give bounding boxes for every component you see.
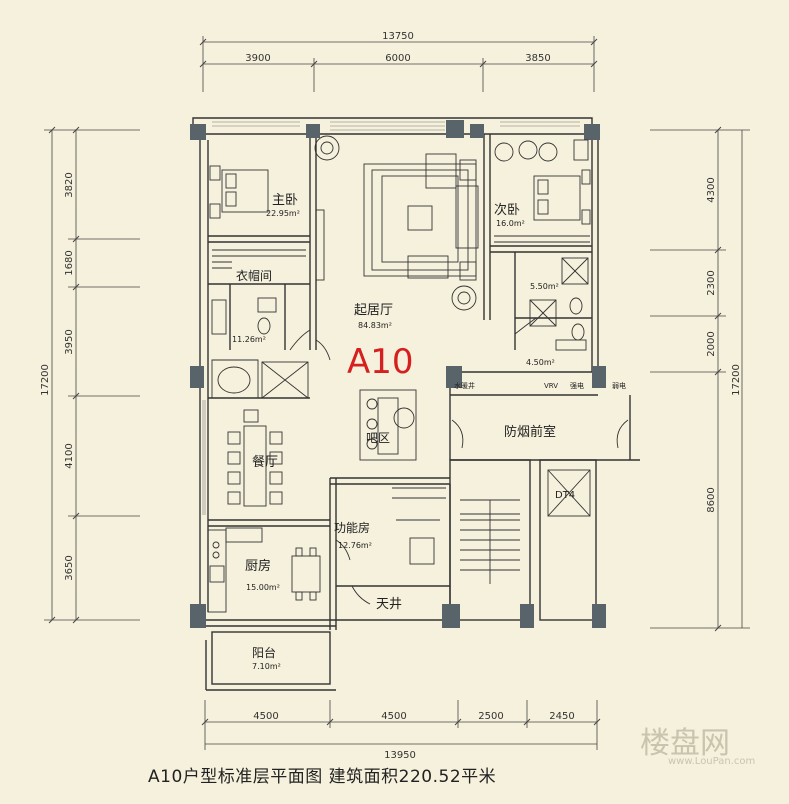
kitchen-area: 15.00m² bbox=[246, 583, 280, 592]
dim-bottom-2: 4500 bbox=[381, 711, 406, 722]
dim-left-3: 3950 bbox=[64, 329, 75, 354]
dim-bottom-3: 2500 bbox=[478, 711, 503, 722]
balcony-name: 阳台 bbox=[252, 645, 276, 660]
dim-right-1: 4300 bbox=[706, 177, 717, 202]
dim-top-2: 6000 bbox=[385, 53, 410, 64]
second-bedroom-name: 次卧 bbox=[494, 202, 520, 218]
master-bath-area: 11.26m² bbox=[232, 335, 266, 344]
function-room-area: 12.76m² bbox=[338, 541, 372, 550]
living-room-name: 起居厅 bbox=[354, 303, 393, 318]
balcony-area: 7.10m² bbox=[252, 662, 281, 671]
elevator-name: DT4 bbox=[555, 490, 575, 501]
dim-right-total: 17200 bbox=[731, 364, 742, 396]
dim-left-2: 1680 bbox=[64, 250, 75, 275]
dim-bottom-4: 2450 bbox=[549, 711, 574, 722]
living-room-area: 84.83m² bbox=[358, 321, 392, 330]
walk-in-closet-name: 衣帽间 bbox=[236, 268, 272, 283]
lightwell-name: 天井 bbox=[376, 597, 402, 612]
dim-left-4: 4100 bbox=[64, 443, 75, 468]
dim-left-1: 3820 bbox=[64, 172, 75, 197]
windows bbox=[202, 121, 580, 515]
shaft-vrv: VRV bbox=[544, 382, 558, 390]
room-labels: 主卧 22.95m² 衣帽间 11.26m² 起居厅 84.83m² 次卧 16… bbox=[232, 193, 626, 671]
shaft-weak-current: 弱电 bbox=[612, 381, 626, 390]
shaft-water-heating: 水暖井 bbox=[454, 381, 475, 390]
bar-name: 吧区 bbox=[366, 431, 390, 445]
bath-b-area: 4.50m² bbox=[526, 358, 555, 367]
walls bbox=[192, 117, 640, 691]
furniture bbox=[207, 135, 629, 613]
dim-bottom-total: 13950 bbox=[384, 750, 416, 761]
dim-top-1: 3900 bbox=[245, 53, 270, 64]
dim-bottom-1: 4500 bbox=[253, 711, 278, 722]
unit-code: A10 bbox=[347, 342, 414, 382]
master-bedroom-area: 22.95m² bbox=[266, 209, 300, 218]
dimension-lines bbox=[44, 36, 750, 750]
dim-top-3: 3850 bbox=[525, 53, 550, 64]
dimension-labels: 13750 3900 6000 3850 13950 4500 4500 250… bbox=[40, 31, 742, 761]
second-bedroom-area: 16.0m² bbox=[496, 219, 525, 228]
kitchen-name: 厨房 bbox=[245, 558, 271, 574]
structural-columns bbox=[190, 120, 606, 628]
function-room-name: 功能房 bbox=[334, 520, 370, 535]
watermark-logo: 楼盘网 bbox=[640, 726, 730, 761]
dim-left-5: 3650 bbox=[64, 555, 75, 580]
dimension-ticks bbox=[48, 38, 722, 726]
dim-right-3: 2000 bbox=[706, 331, 717, 356]
dim-left-total: 17200 bbox=[40, 364, 51, 396]
dim-right-2: 2300 bbox=[706, 270, 717, 295]
dim-right-4: 8600 bbox=[706, 487, 717, 512]
master-bedroom-name: 主卧 bbox=[272, 193, 298, 208]
dining-name: 餐厅 bbox=[252, 454, 278, 470]
bath-a-area: 5.50m² bbox=[530, 282, 559, 291]
watermark-url: www.LouPan.com bbox=[668, 756, 756, 767]
shaft-strong-current: 强电 bbox=[570, 381, 584, 390]
smoke-lobby-name: 防烟前室 bbox=[504, 424, 556, 440]
plan-caption: A10户型标准层平面图 建筑面积220.52平米 bbox=[148, 767, 497, 787]
dim-top-total: 13750 bbox=[382, 31, 414, 42]
